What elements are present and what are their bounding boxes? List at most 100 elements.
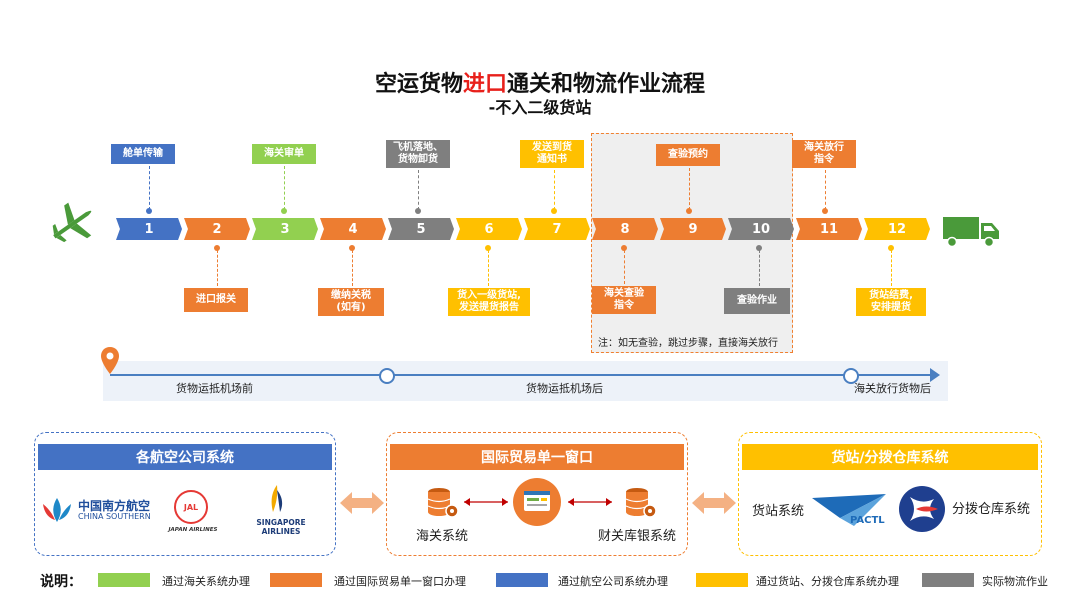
label-line: 安排提货	[871, 302, 911, 313]
connector	[759, 250, 760, 286]
connector	[217, 250, 218, 286]
location-pin-icon	[101, 347, 119, 374]
airline-system-panel	[34, 432, 336, 556]
legend-swatch-blue	[496, 573, 548, 587]
station-system-label: 货站系统	[752, 504, 805, 519]
airline-panel-title: 各航空公司系统	[38, 444, 332, 470]
connector-dot	[349, 245, 355, 251]
bidirectional-arrow-icon	[692, 492, 736, 514]
connector-dot	[888, 245, 894, 251]
connector	[891, 250, 892, 286]
timeline-node	[379, 368, 395, 384]
step-7: 7	[524, 218, 590, 240]
legend-item-customs: 通过海关系统办理	[162, 575, 250, 588]
label-inspection-order: 海关查验指令	[592, 286, 656, 314]
step-12: 12	[864, 218, 930, 240]
china-southern-cn: 中国南方航空	[78, 499, 151, 513]
label-arrival-notice: 发送到货通知书	[520, 140, 584, 168]
label-customs-review: 海关审单	[252, 144, 316, 164]
truck-icon	[943, 217, 999, 248]
connector	[554, 170, 555, 210]
monitor-icon	[524, 491, 550, 511]
step-2: 2	[184, 218, 250, 240]
title-part1: 空运货物	[374, 72, 463, 97]
connector-dot	[621, 245, 627, 251]
single-window-panel-title: 国际贸易单一窗口	[390, 444, 684, 470]
jal-mark: JAL	[183, 502, 199, 512]
legend-title: 说明：	[40, 574, 82, 590]
logo-line: SINGAPORE	[256, 518, 306, 527]
legend-item-station: 通过货站、分拨仓库系统办理	[756, 575, 899, 588]
legend-item-single-window: 通过国际贸易单一窗口办理	[334, 575, 466, 588]
timeline-arrow	[930, 368, 940, 382]
step-1: 1	[116, 218, 182, 240]
connector-dot	[281, 208, 287, 214]
connector	[488, 250, 489, 286]
finance-system-label: 财关库银系统	[598, 529, 677, 544]
logo-line: AIRLINES	[261, 527, 301, 536]
airplane-icon	[52, 202, 92, 243]
label-line: 缴纳关税	[331, 290, 371, 301]
label-line: 飞机落地、	[393, 142, 443, 153]
connector-dot	[551, 208, 557, 214]
connector-dot	[485, 245, 491, 251]
label-line: 货入一级货站,	[457, 290, 521, 301]
customs-system-label: 海关系统	[416, 529, 469, 544]
connector-dot	[214, 245, 220, 251]
timeline-phase-after-release: 海关放行货物后	[854, 382, 931, 395]
label-line: 海关放行	[804, 142, 844, 153]
connector-dot	[756, 245, 762, 251]
connector	[624, 250, 625, 284]
label-settlement-pickup: 货站结费,安排提货	[856, 288, 926, 316]
pactl-logo-icon	[812, 494, 886, 526]
connector	[689, 168, 690, 210]
label-line: 指令	[614, 300, 634, 311]
step-8: 8	[592, 218, 658, 240]
jal-text: JAPAN AIRLINES	[168, 527, 218, 533]
timeline-band	[103, 361, 948, 401]
label-inspection-operation: 查验作业	[724, 288, 790, 314]
page-title: 空运货物进口通关和物流作业流程	[0, 66, 1080, 98]
timeline-line	[110, 374, 935, 376]
title-highlight: 进口	[462, 72, 507, 97]
page-subtitle: -不入二级货站	[488, 98, 592, 117]
connector	[418, 170, 419, 210]
label-line: 发送提货报告	[459, 302, 519, 313]
connector-dot	[822, 208, 828, 214]
label-line: 发送到货	[532, 142, 572, 153]
china-southern-en: CHINA SOUTHERN	[78, 512, 151, 521]
timeline-node	[843, 368, 859, 384]
timeline-phase-before-arrival: 货物运抵机场前	[176, 382, 253, 395]
two-way-arrow-icon	[568, 498, 612, 506]
label-line: 指令	[814, 154, 834, 165]
label-line: (如有)	[336, 302, 366, 313]
inspection-note: 注：如无查验，跳过步骤，直接海关放行	[598, 338, 778, 349]
legend-swatch-gray	[922, 573, 974, 587]
legend-swatch-orange	[270, 573, 322, 587]
label-warehouse-entry: 货入一级货站,发送提货报告	[448, 288, 530, 316]
label-customs-release: 海关放行指令	[792, 140, 856, 168]
china-southern-logo-icon	[43, 498, 71, 522]
station-warehouse-panel	[738, 432, 1042, 556]
legend-swatch-green	[98, 573, 150, 587]
label-inspection-appointment: 查验预约	[656, 144, 720, 166]
single-window-panel	[386, 432, 688, 556]
singapore-airlines-text: SINGAPORE AIRLINES	[250, 518, 312, 536]
database-gear-icon	[625, 488, 657, 518]
timeline-phase-after-arrival: 货物运抵机场后	[526, 382, 603, 395]
legend-item-logistics: 实际物流作业	[982, 575, 1048, 588]
step-11: 11	[796, 218, 862, 240]
pactl-text: PACTL	[850, 515, 885, 526]
bidirectional-arrow-icon	[340, 492, 384, 514]
step-3: 3	[252, 218, 318, 240]
inspection-region	[591, 133, 793, 353]
connector-dot	[415, 208, 421, 214]
step-9: 9	[660, 218, 726, 240]
step-6: 6	[456, 218, 522, 240]
step-5: 5	[388, 218, 454, 240]
connector	[149, 166, 150, 210]
connector	[284, 166, 285, 210]
label-line: 海关查验	[604, 288, 644, 299]
step-10: 10	[728, 218, 794, 240]
title-part2: 通关和物流作业流程	[507, 72, 706, 97]
